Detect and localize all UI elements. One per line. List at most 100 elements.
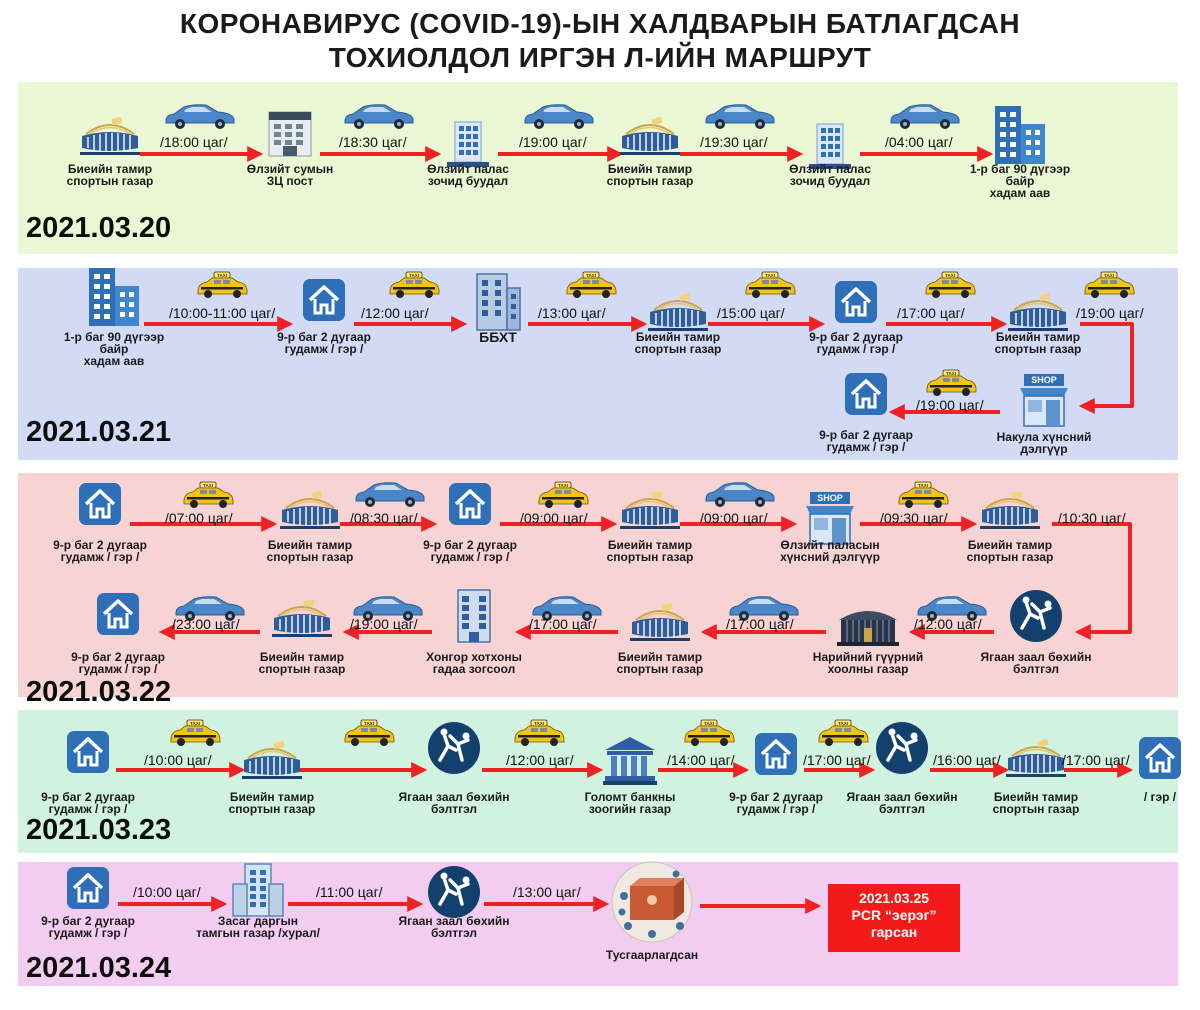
time-label: /08:30 цаг/ bbox=[350, 510, 418, 526]
stop-label: Нарийний гүүрний хоолны газар bbox=[812, 650, 924, 676]
taxi-icon: TAXI bbox=[562, 270, 620, 305]
svg-text:TAXI: TAXI bbox=[364, 721, 374, 726]
svg-text:TAXI: TAXI bbox=[586, 273, 596, 278]
stadium-icon bbox=[971, 734, 1101, 783]
stop-label: Биеийн тамир спортын газар bbox=[634, 330, 722, 356]
ger-restaurant-icon bbox=[803, 600, 933, 653]
svg-text:TAXI: TAXI bbox=[409, 273, 419, 278]
route-stop: 9-р баг 2 дугаар гудамж / гэр / bbox=[23, 866, 153, 939]
time-label: /18:00 цаг/ bbox=[160, 134, 228, 150]
stop-label: ББХТ bbox=[479, 329, 517, 345]
time-label: /10:00-11:00 цаг/ bbox=[169, 305, 276, 321]
route-arrow bbox=[1052, 522, 1132, 640]
svg-text:TAXI: TAXI bbox=[190, 721, 200, 726]
route-stop: 9-р баг 2 дугаар гудамж / гэр / bbox=[53, 592, 183, 675]
time-label: /09:00 цаг/ bbox=[700, 510, 768, 526]
route-stop: 1-р баг 90 дүгээр байр хадам аав bbox=[49, 264, 179, 367]
route-stop: Өлзийт сумын ЗЦ пост bbox=[225, 106, 355, 187]
government-building-icon bbox=[193, 862, 323, 925]
stop-label: 9-р баг 2 дугаар гудамж / гэр / bbox=[423, 538, 517, 564]
stop-label: Ягаан заал бөхийн бэлтгэл bbox=[846, 790, 958, 816]
taxi-icon: TAXI bbox=[179, 480, 237, 515]
hotel-icon bbox=[403, 118, 533, 173]
home-icon bbox=[259, 278, 389, 327]
route-stop: Биеийн тамир спортын газар bbox=[237, 594, 367, 675]
route-stop: Голомт банкны зоогийн газар bbox=[565, 734, 695, 815]
svg-text:SHOP: SHOP bbox=[817, 493, 843, 503]
wrestling-icon bbox=[837, 720, 967, 781]
car-icon bbox=[702, 102, 778, 135]
car-icon bbox=[172, 594, 248, 627]
stop-label: 9-р баг 2 дугаар гудамж / гэр / bbox=[819, 428, 913, 454]
time-label: /17:00 цаг/ bbox=[1062, 752, 1130, 768]
stop-label: Биеийн тамир спортын газар bbox=[966, 538, 1054, 564]
home-icon bbox=[53, 592, 183, 641]
car-icon bbox=[341, 102, 417, 135]
home-icon bbox=[711, 732, 841, 781]
svg-text:TAXI: TAXI bbox=[203, 483, 213, 488]
route-stop: Тусгаарлагдсан bbox=[587, 860, 717, 961]
time-label: /09:30 цаг/ bbox=[880, 510, 948, 526]
svg-text:TAXI: TAXI bbox=[946, 371, 956, 376]
stop-label: Өлзийт сумын ЗЦ пост bbox=[246, 162, 334, 188]
time-label: /17:00 цаг/ bbox=[803, 752, 871, 768]
route-arrow bbox=[1078, 322, 1134, 414]
time-label: /19:00 цаг/ bbox=[350, 616, 418, 632]
time-label: /17:00 цаг/ bbox=[897, 305, 965, 321]
time-label: /11:00 цаг/ bbox=[316, 884, 383, 900]
taxi-icon: TAXI bbox=[741, 270, 799, 305]
route-stop: 9-р баг 2 дугаар гудамж / гэр / bbox=[801, 372, 931, 453]
stadium-icon bbox=[973, 288, 1103, 337]
stadium-icon bbox=[245, 486, 375, 535]
wrestling-icon bbox=[389, 864, 519, 925]
taxi-icon: TAXI bbox=[922, 368, 980, 403]
stop-label: Өлзийт палас зочид буудал bbox=[789, 162, 871, 188]
time-label: /07:00 цаг/ bbox=[165, 510, 233, 526]
home-icon bbox=[791, 280, 921, 329]
stop-label: Ягаан заал бөхийн бэлтгэл bbox=[980, 650, 1092, 676]
stadium-icon bbox=[585, 486, 715, 535]
svg-text:TAXI: TAXI bbox=[534, 721, 544, 726]
taxi-icon: TAXI bbox=[814, 718, 872, 753]
stop-label: Ягаан заал бөхийн бэлтгэл bbox=[398, 790, 510, 816]
pcr-result-box: 2021.03.25 PCR “эерэг” гарсан bbox=[828, 884, 960, 952]
stop-label: Биеийн тамир спортын газар bbox=[616, 650, 704, 676]
route-stop: Ягаан заал бөхийн бэлтгэл bbox=[971, 588, 1101, 675]
time-label: /17:00 цаг/ bbox=[529, 616, 597, 632]
home-icon bbox=[23, 866, 153, 915]
stop-label: Тусгаарлагдсан bbox=[605, 948, 699, 962]
route-stop: / гэр / bbox=[1095, 736, 1200, 803]
time-label: /17:00 цаг/ bbox=[726, 616, 794, 632]
route-stop: 9-р баг 2 дугаар гудамж / гэр / bbox=[35, 482, 165, 563]
route-stop: Ягаан заал бөхийн бэлтгэл bbox=[837, 720, 967, 815]
shop-icon: SHOP bbox=[765, 490, 895, 551]
time-label: /04:00 цаг/ bbox=[885, 134, 953, 150]
route-stop: 9-р баг 2 дугаар гудамж / гэр / bbox=[259, 278, 389, 355]
day-band-2 bbox=[18, 268, 1178, 460]
route-stop: SHOP Өлзийт паласын хүнсний дэлгүүр bbox=[765, 490, 895, 563]
stop-label: Биеийн тамир спортын газар bbox=[66, 162, 154, 188]
stop-label: 9-р баг 2 дугаар гудамж / гэр / bbox=[41, 914, 135, 940]
taxi-icon: TAXI bbox=[680, 718, 738, 753]
stop-label: 9-р баг 2 дугаар гудамж / гэр / bbox=[277, 330, 371, 356]
home-icon bbox=[23, 730, 153, 779]
stadium-icon bbox=[613, 288, 743, 337]
stop-label: / гэр / bbox=[1143, 790, 1177, 804]
route-stop: Биеийн тамир спортын газар bbox=[585, 486, 715, 563]
date-label-3: 2021.03.22 bbox=[26, 676, 172, 708]
hotel-icon bbox=[765, 120, 895, 175]
time-label: /23:00 цаг/ bbox=[172, 616, 240, 632]
time-label: /16:00 цаг/ bbox=[933, 752, 1001, 768]
stop-label: Биеийн тамир спортын газар bbox=[994, 330, 1082, 356]
car-icon bbox=[521, 102, 597, 135]
apartment-icon bbox=[955, 102, 1085, 171]
stop-label: Биеийн тамир спортын газар bbox=[258, 650, 346, 676]
taxi-icon: TAXI bbox=[894, 480, 952, 515]
route-stop: Биеийн тамир спортын газар bbox=[585, 112, 715, 187]
shop-icon: SHOP bbox=[979, 372, 1109, 433]
time-label: /14:00 цаг/ bbox=[667, 752, 735, 768]
stop-label: Өлзийт палас зочид буудал bbox=[427, 162, 509, 188]
stadium-icon bbox=[45, 112, 175, 161]
route-stop: 9-р баг 2 дугаар гудамж / гэр / bbox=[791, 280, 921, 355]
stadium-icon bbox=[237, 594, 367, 643]
